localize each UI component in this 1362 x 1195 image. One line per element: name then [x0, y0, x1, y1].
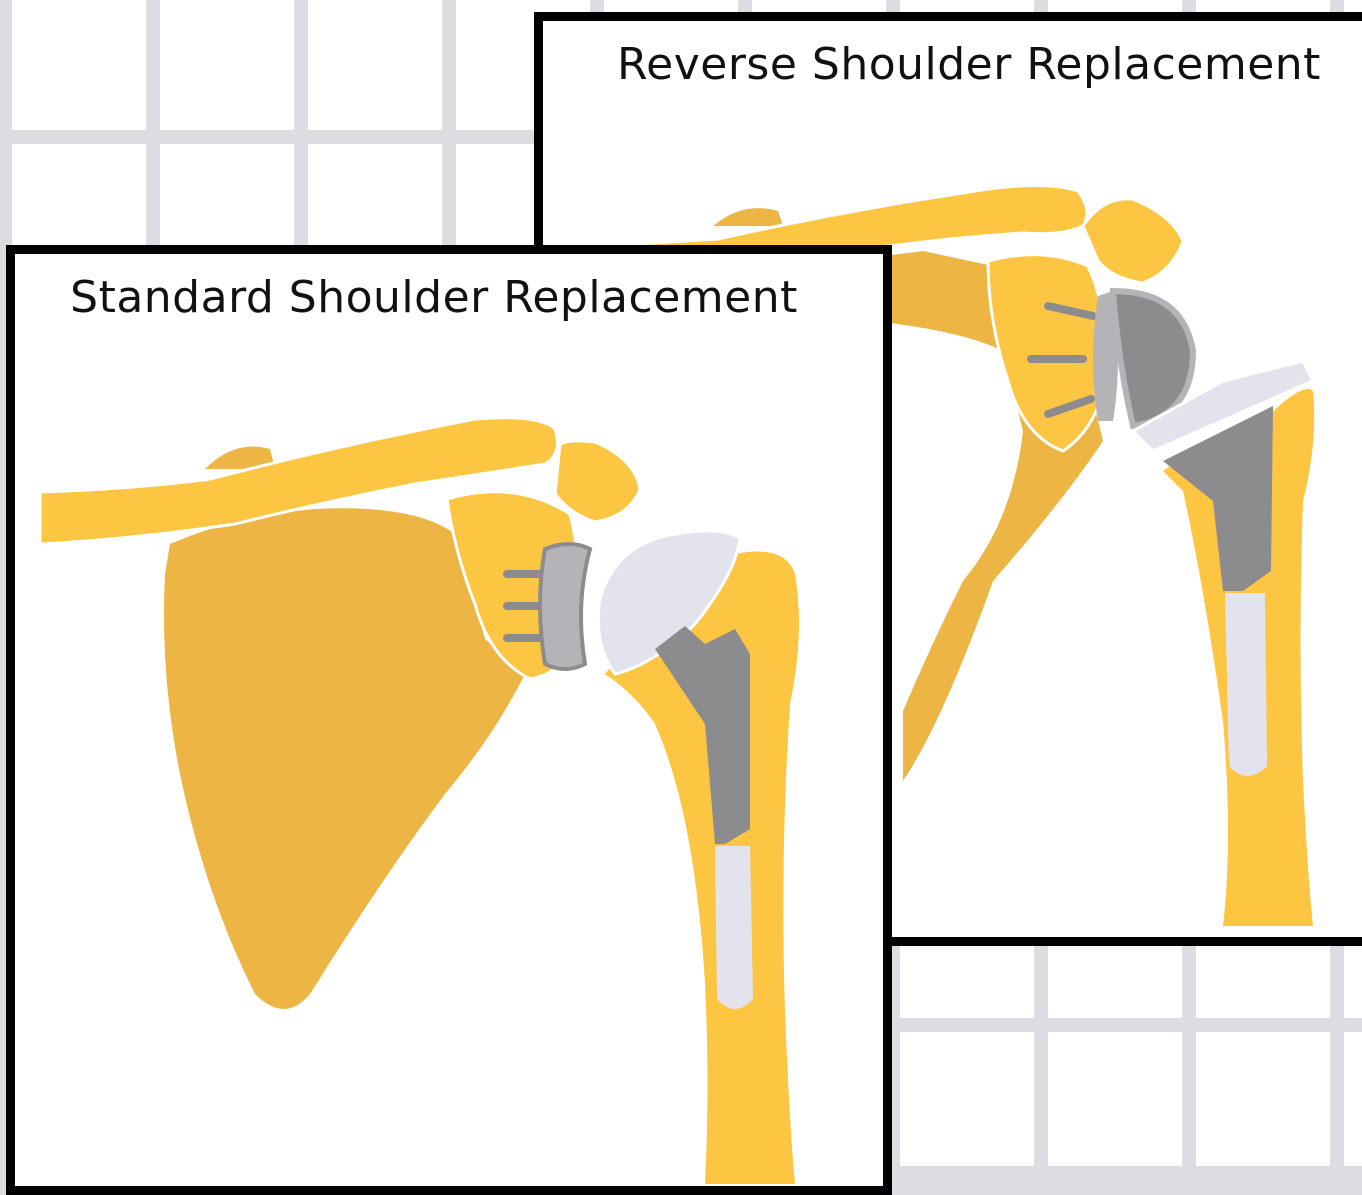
humeral-stem-tip: [715, 846, 753, 1009]
acromion: [555, 441, 640, 522]
humeral-stem-tip: [1225, 593, 1267, 776]
acromion: [1083, 199, 1183, 283]
standard-shoulder-panel: Standard Shoulder Replacement: [6, 245, 892, 1195]
glenoid-component: [540, 544, 590, 669]
glenoid: [988, 255, 1106, 451]
standard-shoulder-illustration: [15, 254, 892, 1195]
coracoid: [713, 208, 783, 226]
